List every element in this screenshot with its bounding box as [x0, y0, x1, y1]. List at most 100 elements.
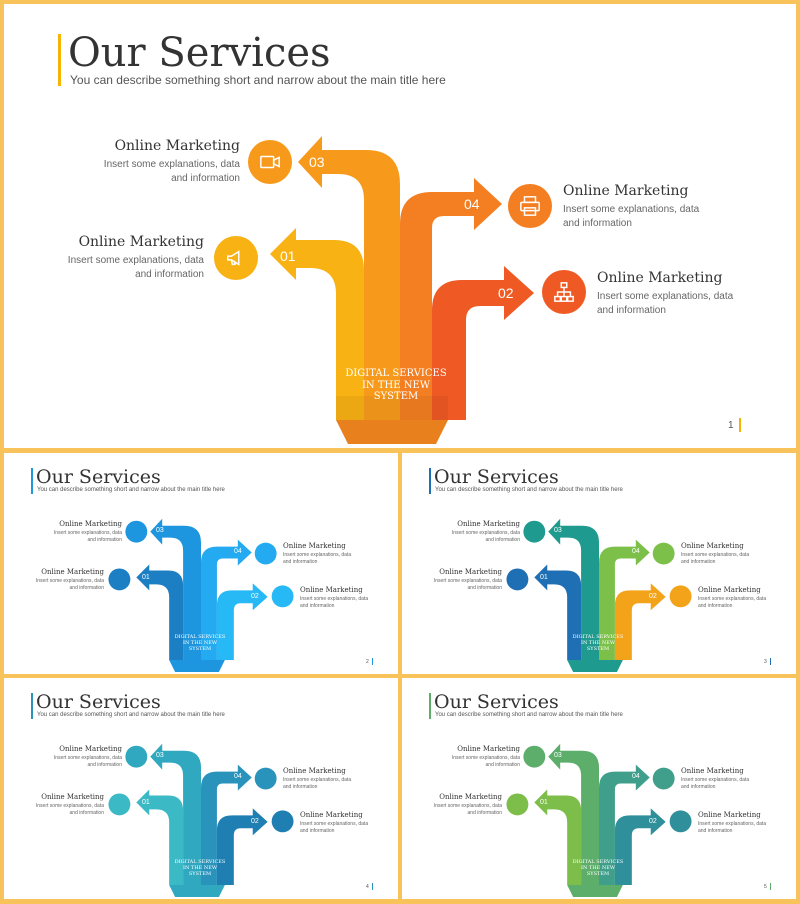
arrow-03	[298, 136, 400, 420]
page-subtitle: You can describe something short and nar…	[70, 73, 446, 87]
service-item-03: Online Marketing Insert some explanation…	[447, 520, 520, 544]
service-description: Insert some explanations, data and infor…	[53, 755, 122, 768]
page-number: 5	[764, 884, 767, 890]
arrow-01	[534, 564, 582, 661]
arrow-03	[548, 743, 599, 886]
service-title: Online Marketing	[283, 767, 346, 775]
service-title: Online Marketing	[457, 745, 520, 753]
arrow-01	[136, 789, 184, 886]
arrow-03	[150, 743, 201, 886]
service-description: Insert some explanations, data and infor…	[283, 552, 352, 565]
icon-circle-03	[523, 745, 546, 768]
icon-circle-01	[108, 793, 131, 816]
icon-circle-02	[542, 270, 586, 314]
service-item-01: Online Marketing Insert some explanation…	[60, 234, 204, 282]
thumbnail-slide-4[interactable]: Our Services You can describe something …	[4, 678, 398, 899]
service-description: Insert some explanations, data and infor…	[300, 821, 369, 834]
arrow-number-03: 03	[156, 752, 164, 759]
arrow-04	[201, 539, 252, 661]
service-description: Insert some explanations, data and infor…	[67, 255, 204, 280]
page-number-bar	[372, 658, 373, 665]
arrow-04	[599, 764, 650, 886]
icon-circle-02	[271, 810, 294, 833]
icon-circle-03	[125, 520, 148, 543]
thumbnail-subtitle: You can describe something short and nar…	[435, 712, 623, 718]
arrow-03	[548, 518, 599, 661]
icon-circle-03	[125, 745, 148, 768]
icon-circle-04	[652, 767, 675, 790]
diagram-base-tip	[169, 660, 225, 672]
service-title: Online Marketing	[59, 520, 122, 528]
service-title: Online Marketing	[681, 542, 744, 550]
page-number: 4	[366, 884, 369, 890]
title-accent-bar	[31, 693, 33, 719]
service-title: Online Marketing	[300, 811, 363, 819]
printer-icon	[520, 196, 540, 216]
service-description: Insert some explanations, data and infor…	[103, 159, 240, 184]
service-item-01: Online Marketing Insert some explanation…	[32, 568, 104, 592]
service-item-01: Online Marketing Insert some explanation…	[430, 793, 502, 817]
service-item-04: Online Marketing Insert some explanation…	[681, 767, 751, 791]
arrow-01	[534, 789, 582, 886]
thumbnail-slide-2[interactable]: Our Services You can describe something …	[4, 453, 398, 674]
arrow-number-03: 03	[554, 752, 562, 759]
diagram-center-text: DIGITAL SERVICES IN THE NEW SYSTEM	[345, 368, 447, 402]
title-accent-bar	[58, 34, 61, 86]
service-description: Insert some explanations, data and infor…	[451, 530, 520, 543]
diagram-base-tip	[169, 885, 225, 897]
page-number: 1	[728, 420, 734, 431]
main-slide[interactable]: Our Services You can describe something …	[4, 4, 796, 448]
service-item-03: Online Marketing Insert some explanation…	[447, 745, 520, 769]
diagram-center-text: DIGITAL SERVICES IN THE NEW SYSTEM	[174, 634, 226, 652]
thumbnail-title: Our Services	[434, 691, 559, 713]
arrow-number-01: 01	[540, 574, 548, 581]
service-description: Insert some explanations, data and infor…	[433, 578, 502, 591]
page-number-bar	[770, 658, 771, 665]
arrow-number-04: 04	[234, 773, 242, 780]
service-item-03: Online Marketing Insert some explanation…	[49, 520, 122, 544]
icon-circle-02	[669, 810, 692, 833]
service-description: Insert some explanations, data and infor…	[681, 552, 750, 565]
thumbnail-slide-5[interactable]: Our Services You can describe something …	[402, 678, 796, 899]
service-item-01: Online Marketing Insert some explanation…	[430, 568, 502, 592]
thumbnail-slide-3[interactable]: Our Services You can describe something …	[402, 453, 796, 674]
arrow-diagram	[108, 743, 294, 897]
arrow-02	[216, 583, 268, 661]
icon-circle-01	[108, 568, 131, 591]
video-camera-icon	[260, 155, 280, 169]
arrow-02	[216, 808, 268, 886]
arrow-number-01: 01	[142, 574, 150, 581]
arrow-diagram	[108, 518, 294, 672]
service-description: Insert some explanations, data and infor…	[597, 291, 734, 316]
arrow-number-02: 02	[251, 593, 259, 600]
service-title: Online Marketing	[681, 767, 744, 775]
title-accent-bar	[429, 468, 431, 494]
arrow-02	[432, 266, 534, 420]
icon-circle-03	[248, 140, 292, 184]
service-item-02: Online Marketing Insert some explanation…	[698, 586, 768, 610]
arrow-number-02: 02	[498, 285, 514, 301]
service-title: Online Marketing	[439, 793, 502, 801]
arrow-01	[136, 564, 184, 661]
page-number-bar	[770, 883, 771, 890]
service-item-04: Online Marketing Insert some explanation…	[283, 767, 353, 791]
service-title: Online Marketing	[457, 520, 520, 528]
service-title: Online Marketing	[698, 586, 761, 594]
service-title: Online Marketing	[300, 586, 363, 594]
service-title: Online Marketing	[439, 568, 502, 576]
arrow-02	[614, 583, 666, 661]
arrow-number-03: 03	[156, 527, 164, 534]
diagram-center-text: DIGITAL SERVICES IN THE NEW SYSTEM	[572, 634, 624, 652]
arrow-number-01: 01	[142, 799, 150, 806]
icon-circle-01	[506, 793, 529, 816]
arrow-04	[599, 539, 650, 661]
arrow-02	[614, 808, 666, 886]
megaphone-icon	[227, 250, 240, 266]
service-item-04: Online Marketing Insert some explanation…	[563, 183, 703, 231]
service-title: Online Marketing	[78, 234, 204, 250]
arrow-number-04: 04	[632, 773, 640, 780]
service-description: Insert some explanations, data and infor…	[698, 596, 767, 609]
arrow-number-02: 02	[649, 818, 657, 825]
page-title: Our Services	[68, 30, 331, 76]
service-title: Online Marketing	[59, 745, 122, 753]
